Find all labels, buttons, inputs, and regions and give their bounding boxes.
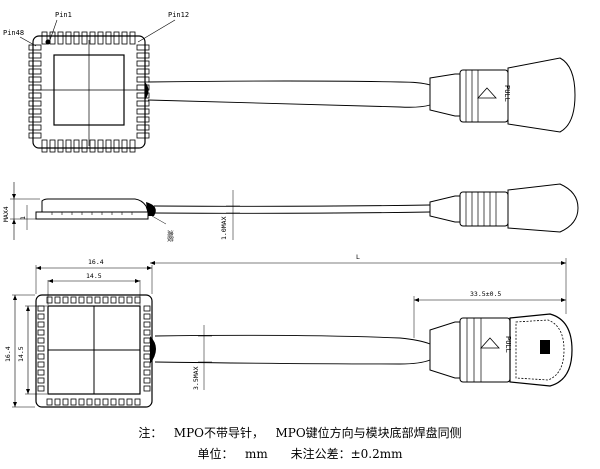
tolerance-value: ±0.2mm [350, 447, 403, 461]
note-line-2: 单位： mm 未注公差：±0.2mm [0, 445, 600, 462]
unit-value: mm [244, 447, 268, 461]
cable-max-side: 1.0MAX [220, 216, 228, 240]
height-outer: 16.4 [4, 346, 12, 362]
pins-top [41, 31, 136, 45]
unit-label: 单位： [197, 447, 234, 461]
width-inner: 14.5 [86, 272, 102, 280]
note-prefix: 注： [138, 426, 163, 440]
cable-bottom [154, 334, 431, 345]
pins-bottom [41, 139, 136, 153]
pins-left [28, 44, 42, 139]
cable-max-bottom: 3.5MAX [192, 366, 200, 390]
width-outer: 16.4 [88, 258, 104, 266]
side-view: MAX4 1 滴胶 1.0MAX [2, 182, 579, 242]
cable-top [147, 80, 431, 86]
note-line-1: 注： MPO不带导针， MPO键位方向与模块底部焊盘同侧 [0, 424, 600, 441]
height-inner: 14.5 [17, 346, 25, 362]
tolerance-label: 未注公差： [290, 447, 351, 461]
glue-label: 滴胶 [166, 230, 174, 242]
connector-sleeve-top [429, 73, 461, 117]
pin12-label: Pin12 [168, 11, 189, 19]
pins-right [136, 44, 150, 139]
cable-boot-bottom [150, 336, 156, 364]
top-view: Pin1 Pin12 Pin48 PULL [3, 11, 576, 153]
pull-arrow-top [477, 87, 497, 99]
pull-label-bottom: PULL [504, 336, 512, 353]
pin1-label: Pin1 [55, 11, 72, 19]
side-small-dim: 1 [19, 216, 27, 220]
side-height-label: MAX4 [2, 206, 10, 222]
mpo-key [540, 340, 550, 354]
pin1-marker [45, 39, 51, 45]
glue-blob [146, 202, 156, 216]
note-mpo-no-pin: MPO不带导针， [173, 426, 264, 440]
mechanical-drawing: Pin1 Pin12 Pin48 PULL [2, 11, 579, 408]
cable-boot-top [145, 82, 149, 100]
pin48-label: Pin48 [3, 29, 24, 37]
connector-length: 33.5±0.5 [470, 290, 501, 298]
length-label: L [356, 253, 360, 261]
pull-arrow-bottom [480, 337, 500, 349]
pull-label-top: PULL [503, 85, 511, 102]
cable-side [153, 204, 431, 207]
module-body-side [41, 198, 149, 213]
bottom-view: PULL 16.4 14.5 16.4 14.5 [4, 253, 573, 408]
mpo-ferrule [509, 313, 573, 387]
note-mpo-key: MPO键位方向与模块底部焊盘同侧 [275, 426, 462, 440]
